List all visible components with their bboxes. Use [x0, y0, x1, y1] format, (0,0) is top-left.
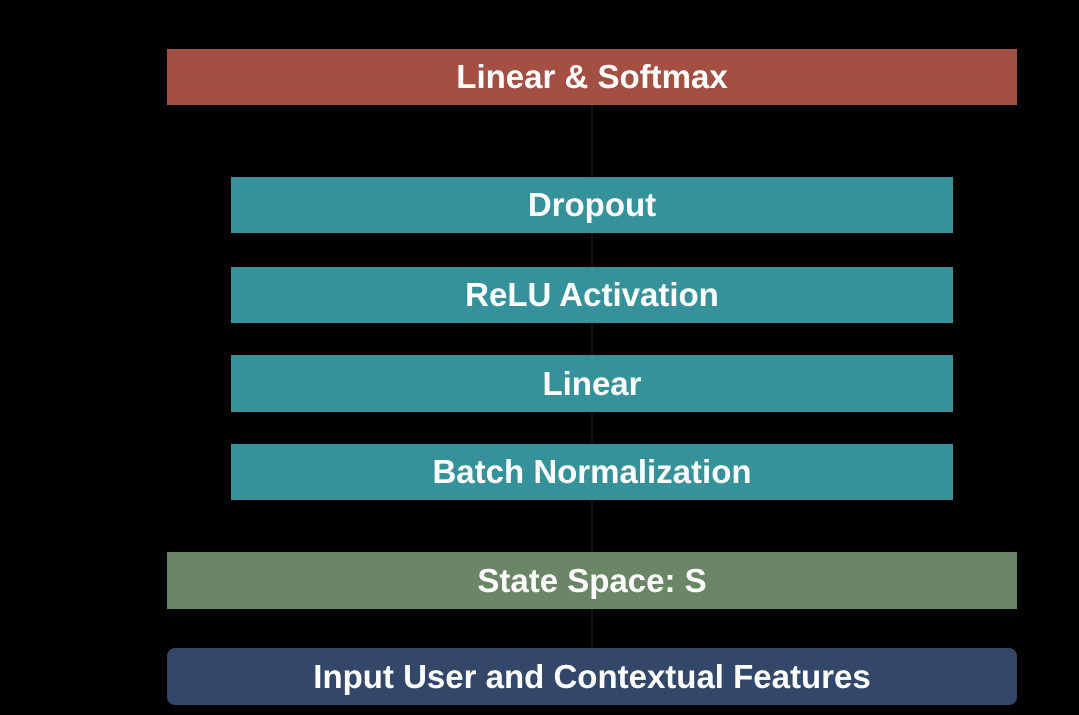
state-space-label: State Space: S	[477, 561, 707, 599]
linear-label: Linear	[542, 364, 642, 402]
linear-softmax-layer: Linear & Softmax	[167, 49, 1017, 105]
connector-line	[591, 105, 593, 177]
input-features-label: Input User and Contextual Features	[313, 657, 871, 695]
relu-activation-layer: ReLU Activation	[231, 267, 953, 323]
batch-normalization-label: Batch Normalization	[432, 453, 752, 490]
relu-activation-label: ReLU Activation	[465, 276, 719, 313]
connector-line	[591, 412, 593, 444]
dropout-label: Dropout	[527, 186, 657, 223]
batch-normalization-layer: Batch Normalization	[231, 444, 953, 500]
input-features-layer: Input User and Contextual Features	[167, 648, 1017, 705]
linear-layer: Linear	[231, 355, 953, 412]
state-space-layer: State Space: S	[167, 552, 1017, 609]
linear-softmax-label: Linear & Softmax	[456, 58, 728, 95]
connector-line	[591, 609, 593, 648]
connector-line	[591, 233, 593, 267]
dropout-layer: Dropout	[231, 177, 953, 233]
connector-line	[591, 500, 593, 552]
connector-line	[591, 323, 593, 355]
